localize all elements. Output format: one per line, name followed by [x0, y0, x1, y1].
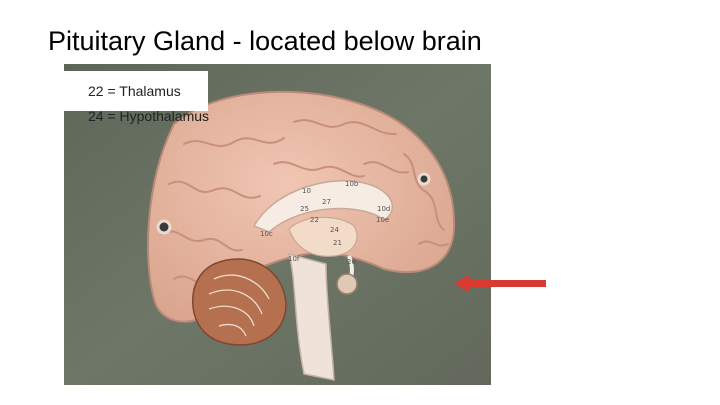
model-label: 10 — [302, 187, 311, 195]
model-label: 27 — [322, 198, 331, 206]
left-arrow-icon — [454, 274, 546, 293]
model-label: 10b — [345, 180, 359, 188]
corpus-callosum — [252, 180, 393, 233]
thalamus-region — [288, 216, 358, 257]
legend-hypothalamus: 24 = Hypothalamus — [88, 108, 210, 124]
legend-box — [64, 71, 208, 111]
model-label: 10d — [377, 205, 390, 213]
slide-title: Pituitary Gland - located below brain — [48, 26, 482, 56]
model-number-labels: 10 10b 10c 10d 10e 10f 21 22 24 25 26 27 — [260, 180, 390, 266]
mount-hole — [417, 172, 431, 186]
model-label: 26 — [347, 258, 356, 266]
model-label: 10e — [376, 216, 389, 224]
model-label: 10f — [288, 255, 300, 263]
cerebellum — [192, 258, 287, 346]
brainstem — [287, 252, 335, 381]
model-label: 22 — [310, 216, 319, 224]
legend-thalamus: 22 = Thalamus — [88, 83, 181, 99]
brain-model-photo: 10 10b 10c 10d 10e 10f 21 22 24 25 26 27 — [64, 64, 491, 385]
model-label: 21 — [333, 239, 342, 247]
model-label: 10c — [260, 230, 273, 238]
model-label: 25 — [300, 205, 309, 213]
mount-hole — [156, 219, 172, 235]
pituitary-gland — [336, 273, 358, 295]
model-label: 24 — [330, 226, 339, 234]
